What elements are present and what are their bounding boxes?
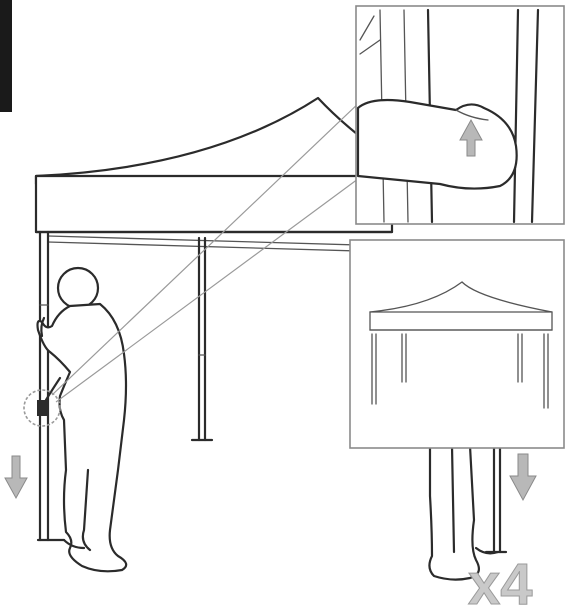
canopy-valance bbox=[36, 176, 392, 232]
person-left bbox=[38, 268, 127, 571]
latch-detail-inset bbox=[356, 6, 564, 224]
arrow-down-icon bbox=[5, 456, 27, 498]
canopy-roof bbox=[36, 98, 392, 184]
guide-line-upper bbox=[52, 100, 362, 395]
person-left-head bbox=[58, 268, 98, 308]
quantity-label: x4 bbox=[468, 552, 533, 610]
canopy-truss bbox=[48, 236, 392, 252]
person-left-body bbox=[38, 304, 127, 571]
hand bbox=[358, 100, 517, 189]
leg-latch bbox=[37, 400, 47, 416]
lowered-canopy-inset bbox=[350, 240, 564, 448]
tent-leg-back bbox=[192, 238, 212, 440]
left-edge-strip bbox=[0, 0, 12, 112]
arrow-down-icon bbox=[510, 454, 536, 500]
